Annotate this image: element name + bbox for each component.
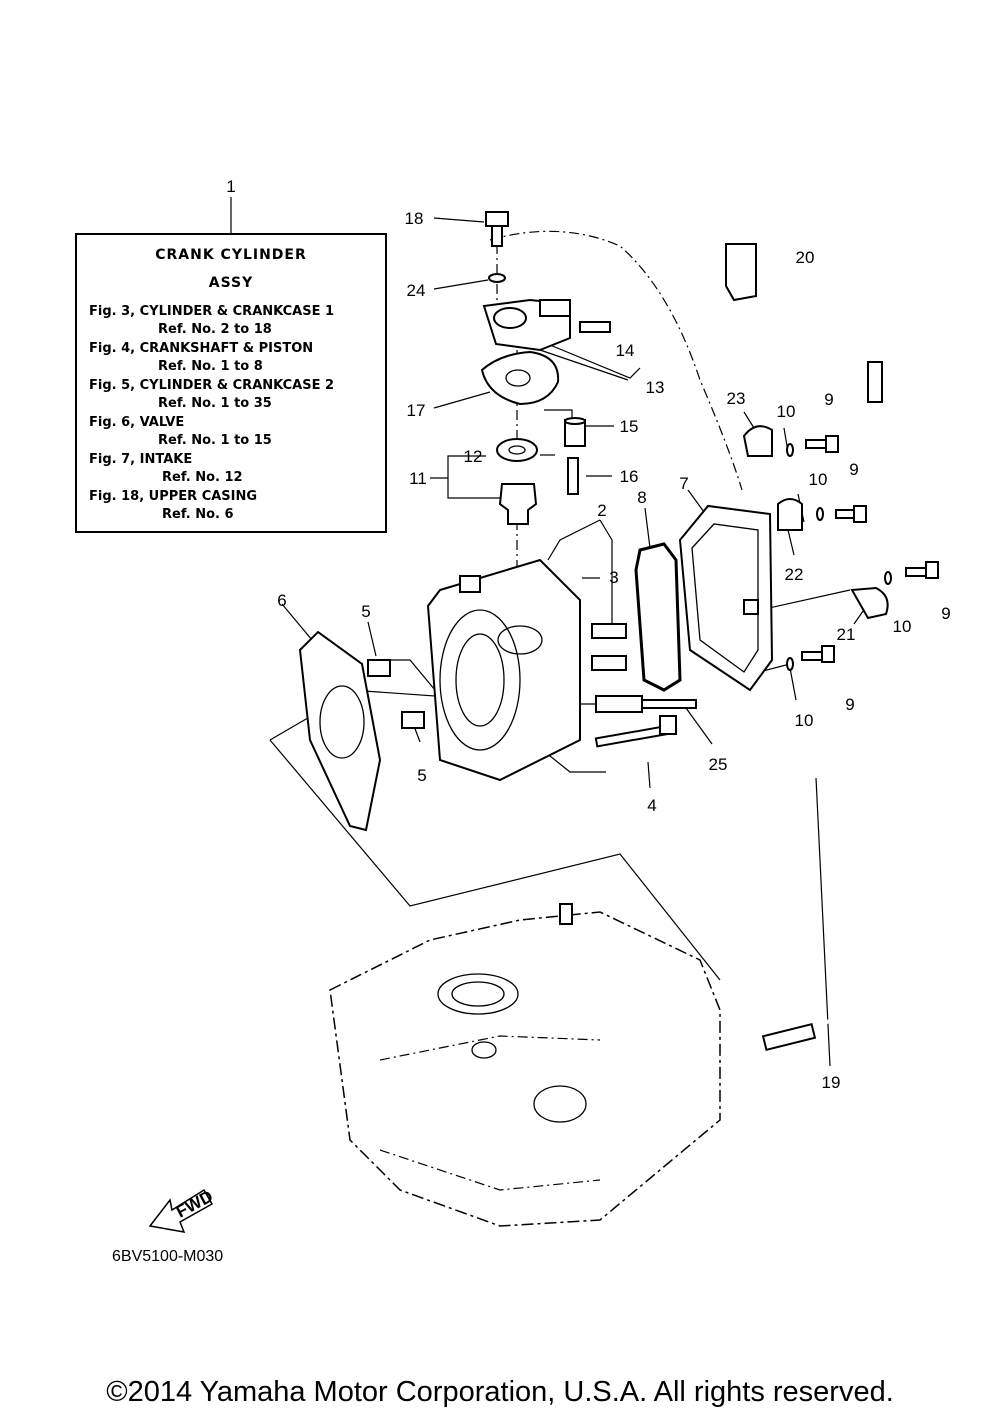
callout-10: 10 xyxy=(795,711,814,730)
callout-21: 21 xyxy=(837,625,856,644)
callout-24: 24 xyxy=(407,281,426,300)
callout-20: 20 xyxy=(796,248,815,267)
inset-line: Fig. 3, CYLINDER & CRANKCASE 1 xyxy=(89,304,334,319)
inset-line: Ref. No. 1 to 35 xyxy=(158,396,272,411)
callout-12: 12 xyxy=(464,447,483,466)
inset-line: Ref. No. 1 to 8 xyxy=(158,359,263,374)
plug-25 xyxy=(595,695,697,713)
callout-15: 15 xyxy=(620,417,639,436)
callout-9: 9 xyxy=(824,390,833,409)
callout-4: 4 xyxy=(647,796,656,815)
pipe-14 xyxy=(579,321,611,333)
copyright-notice: ©2014 Yamaha Motor Corporation, U.S.A. A… xyxy=(106,1376,894,1408)
pin-16 xyxy=(567,457,579,495)
callout-8: 8 xyxy=(637,488,646,507)
callout-7: 7 xyxy=(679,474,688,493)
washer-24 xyxy=(488,273,506,283)
callout-18: 18 xyxy=(405,209,424,228)
inset-line: Fig. 18, UPPER CASING xyxy=(89,489,257,504)
crankcase xyxy=(329,903,721,1227)
callout-22: 22 xyxy=(785,565,804,584)
callout-5: 5 xyxy=(361,602,370,621)
inset-line: Fig. 4, CRANKSHAFT & PISTON xyxy=(89,341,313,356)
cover-7 xyxy=(678,504,774,692)
callout-10: 10 xyxy=(777,402,796,421)
inset-line: Fig. 7, INTAKE xyxy=(89,452,192,467)
clip-23 xyxy=(742,425,773,457)
callout-10: 10 xyxy=(809,470,828,489)
clamp-22 xyxy=(777,498,803,531)
callout-5: 5 xyxy=(417,766,426,785)
thermostat-cover-13 xyxy=(482,298,571,352)
inset-line: Ref. No. 6 xyxy=(162,507,234,522)
fwd-arrow-icon: FWD xyxy=(148,1187,216,1233)
callout-2: 2 xyxy=(597,501,606,520)
clamp-21 xyxy=(850,586,889,620)
callout-10: 10 xyxy=(893,617,912,636)
inset-line: Ref. No. 1 to 15 xyxy=(158,433,272,448)
inset-line: Fig. 5, CYLINDER & CRANKCASE 2 xyxy=(89,378,334,393)
callout-11: 11 xyxy=(409,469,427,488)
bolt-4 xyxy=(594,715,677,748)
callout-labels: 1 18 24 20 14 13 17 23 10 9 15 12 16 11 … xyxy=(226,177,950,1092)
callout-9: 9 xyxy=(941,604,950,623)
dowel-3 xyxy=(591,623,627,671)
callout-16: 16 xyxy=(620,467,639,486)
callout-25: 25 xyxy=(709,755,728,774)
callout-23: 23 xyxy=(727,389,746,408)
dowel-5 xyxy=(367,659,425,729)
callout-19: 19 xyxy=(822,1073,841,1092)
clamp-20 xyxy=(725,243,757,302)
callout-3: 3 xyxy=(609,568,618,587)
callout-13: 13 xyxy=(646,378,665,397)
gasket-8 xyxy=(634,542,682,692)
inset-box: CRANK CYLINDER ASSY Fig. 3, CYLINDER & C… xyxy=(75,197,387,533)
diagram-code: 6BV5100-M030 xyxy=(112,1248,223,1265)
inset-title-line1: CRANK CYLINDER xyxy=(155,247,307,263)
collar-15 xyxy=(564,417,586,447)
inset-line: Ref. No. 2 to 18 xyxy=(158,322,272,337)
cylinder-head-2 xyxy=(426,558,581,782)
thermostat-11 xyxy=(498,483,538,525)
bolt-9 xyxy=(801,435,939,663)
bolt-18 xyxy=(485,211,509,247)
inset-line: Ref. No. 12 xyxy=(162,470,243,485)
callout-6: 6 xyxy=(277,591,286,610)
inset-line: Fig. 6, VALVE xyxy=(89,415,184,430)
fwd-label: FWD xyxy=(173,1187,216,1222)
callout-9: 9 xyxy=(845,695,854,714)
washer-10 xyxy=(786,443,892,671)
gasket-17 xyxy=(480,350,560,406)
seal-12 xyxy=(496,438,538,462)
inset-title-line2: ASSY xyxy=(209,275,254,291)
callout-14: 14 xyxy=(616,341,635,360)
callout-1: 1 xyxy=(226,177,235,196)
cable-hose xyxy=(689,276,883,1052)
callout-17: 17 xyxy=(407,401,426,420)
gasket-6 xyxy=(298,630,382,832)
callout-9: 9 xyxy=(849,460,858,479)
